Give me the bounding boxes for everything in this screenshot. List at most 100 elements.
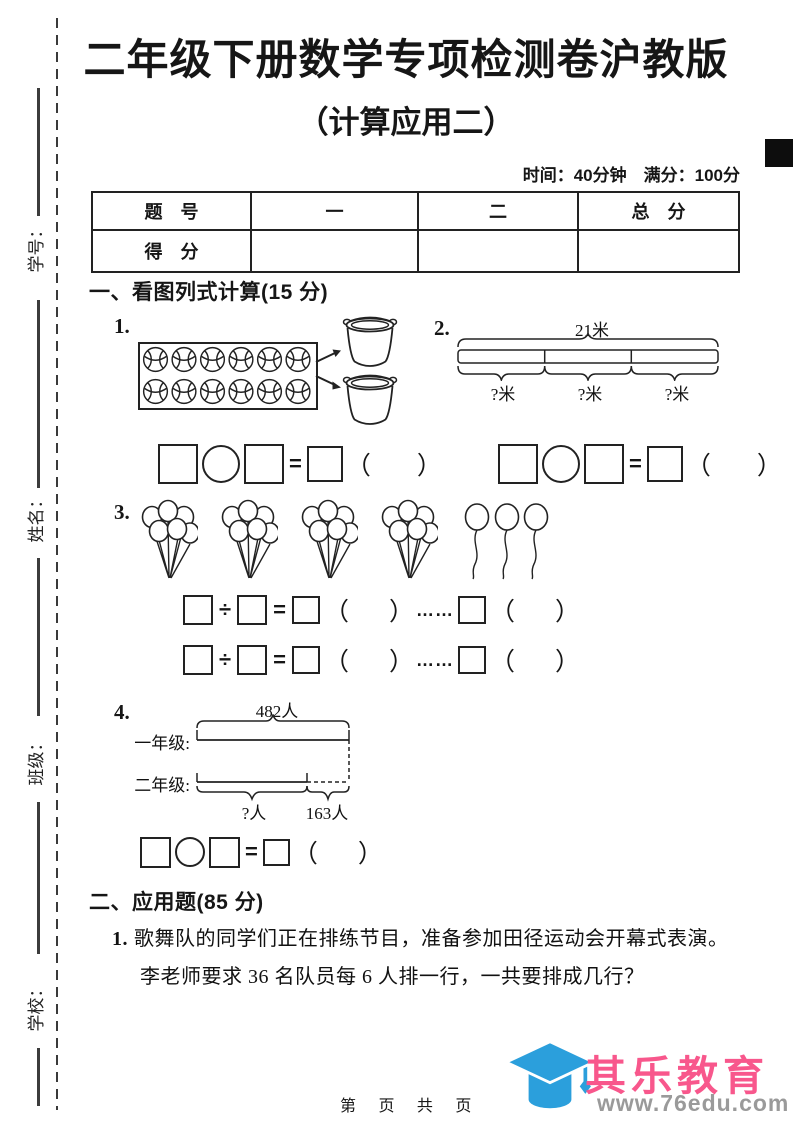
division-equation-row-1: ÷ = （ ） …… （ ） <box>180 592 581 628</box>
answer-box <box>262 838 290 866</box>
equals-sign: = <box>245 839 258 864</box>
operator-circle <box>202 445 240 483</box>
balloon-bunch-icon <box>301 499 358 579</box>
grade-bar-diagram <box>196 714 350 802</box>
class-label: 班级： <box>27 734 46 786</box>
equation-template-p2: = （ ） <box>496 444 783 484</box>
arrowhead-icon <box>332 349 341 357</box>
school-label: 学校： <box>27 980 46 1032</box>
scan-mark <box>765 139 793 167</box>
single-balloon-icon <box>523 503 549 580</box>
word-problem-line-2: 李老师要求 36 名队员每 6 人排一行，一共要排成几行？ <box>140 966 645 988</box>
basketball-grid <box>142 346 311 405</box>
bottom-brace <box>306 785 350 802</box>
number-box <box>140 836 171 868</box>
open-paren: （ <box>685 453 711 480</box>
close-paren: ） <box>416 453 442 480</box>
score-table-header-one: 一 <box>250 191 419 231</box>
score-cell-total <box>577 229 740 273</box>
divide-sign: ÷ <box>219 597 232 622</box>
basketball-icon <box>199 346 226 373</box>
number-box <box>183 645 213 675</box>
problem-3-number: 3. <box>114 500 130 524</box>
basketball-icon <box>228 378 254 405</box>
page-number-footer: 第 页 共 页 <box>340 1098 478 1115</box>
balloon-bunch-icon <box>381 499 438 579</box>
open-paren: （ <box>345 453 371 480</box>
basketball-icon <box>256 378 283 405</box>
equals-sign: = <box>273 647 286 672</box>
bucket-icon <box>342 316 398 367</box>
problem-2-number: 2. <box>434 316 450 340</box>
basketball-icon <box>142 346 169 373</box>
grade1-total-label: 482人 <box>255 702 299 721</box>
problem-1-number: 1. <box>114 314 130 338</box>
brand-website: www.76edu.com <box>597 1090 790 1116</box>
open-paren: （ <box>489 649 515 676</box>
basketball-icon <box>171 346 197 373</box>
word-problem-line-1: 1.歌舞队的同学们正在排练节目，准备参加田径运动会开幕式表演。 <box>112 922 752 951</box>
quotient-box <box>291 596 320 624</box>
balloon-bunch-icon <box>141 499 198 579</box>
open-paren: （ <box>292 841 318 868</box>
bucket-icon <box>342 374 398 425</box>
segment-total-label: 21米 <box>575 321 609 340</box>
remainder-dots: …… <box>415 649 454 670</box>
number-box <box>237 595 268 625</box>
basketball-icon <box>285 346 311 373</box>
section-two-heading: 二、应用题(85 分) <box>89 891 264 914</box>
number-box <box>244 444 284 484</box>
arrow-icon <box>315 375 336 386</box>
number-box <box>237 645 268 675</box>
equation-template-p1: = （ ） <box>156 444 443 484</box>
arrowhead-icon <box>332 381 341 390</box>
quotient-box <box>291 646 320 674</box>
word-problem-number: 1. <box>112 928 128 950</box>
brand-name: 其乐教育 <box>585 1053 769 1099</box>
close-paren: ） <box>554 599 580 626</box>
arrows-to-buckets <box>315 349 341 390</box>
fold-dashed-line <box>56 18 58 1110</box>
close-paren: ） <box>388 599 414 626</box>
bottom-brace <box>196 785 308 802</box>
score-row-label: 得 分 <box>91 229 252 273</box>
basketball-icon <box>171 378 197 405</box>
score-table-header-question: 题 号 <box>91 191 252 231</box>
single-balloon-icon <box>464 503 490 580</box>
score-table-header-two: 二 <box>417 191 579 231</box>
segment-diagram <box>457 333 719 381</box>
division-equation-row-2: ÷ = （ ） …… （ ） <box>180 642 581 678</box>
problem-4-number: 4. <box>114 700 130 724</box>
section-one-heading: 一、看图列式计算(15 分) <box>89 281 329 304</box>
basketball-box <box>138 342 318 410</box>
equals-sign: = <box>629 451 642 476</box>
close-paren: ） <box>357 841 383 868</box>
open-paren: （ <box>323 649 349 676</box>
open-paren: （ <box>323 599 349 626</box>
close-paren: ） <box>554 649 580 676</box>
operator-circle <box>175 837 205 867</box>
page-title: 二年级下册数学专项检测卷沪教版 <box>83 36 729 83</box>
operator-circle <box>542 445 580 483</box>
score-table-header-total: 总 分 <box>577 191 740 231</box>
remainder-box <box>457 596 486 624</box>
divide-sign: ÷ <box>219 647 232 672</box>
segment-part-label: ?米 <box>490 385 516 404</box>
balloons-figure <box>141 499 549 580</box>
name-label: 姓名： <box>27 491 46 543</box>
bottom-brace <box>543 365 633 381</box>
basketball-icon <box>256 346 283 373</box>
score-table: 题 号 一 二 总 分 得 分 <box>91 191 740 273</box>
school-write-line <box>37 802 40 954</box>
equation-template-p4: = （ ） <box>138 834 384 870</box>
page-subtitle: （计算应用二） <box>297 105 515 140</box>
close-paren: ） <box>756 453 782 480</box>
close-paren: ） <box>388 649 414 676</box>
name-write-line <box>37 300 40 488</box>
equals-sign: = <box>289 451 302 476</box>
arrow-icon <box>315 352 336 363</box>
number-box <box>498 444 538 484</box>
grade1-bar-label: 一年级: <box>134 734 190 753</box>
grade2-bar-label: 二年级: <box>134 776 190 795</box>
